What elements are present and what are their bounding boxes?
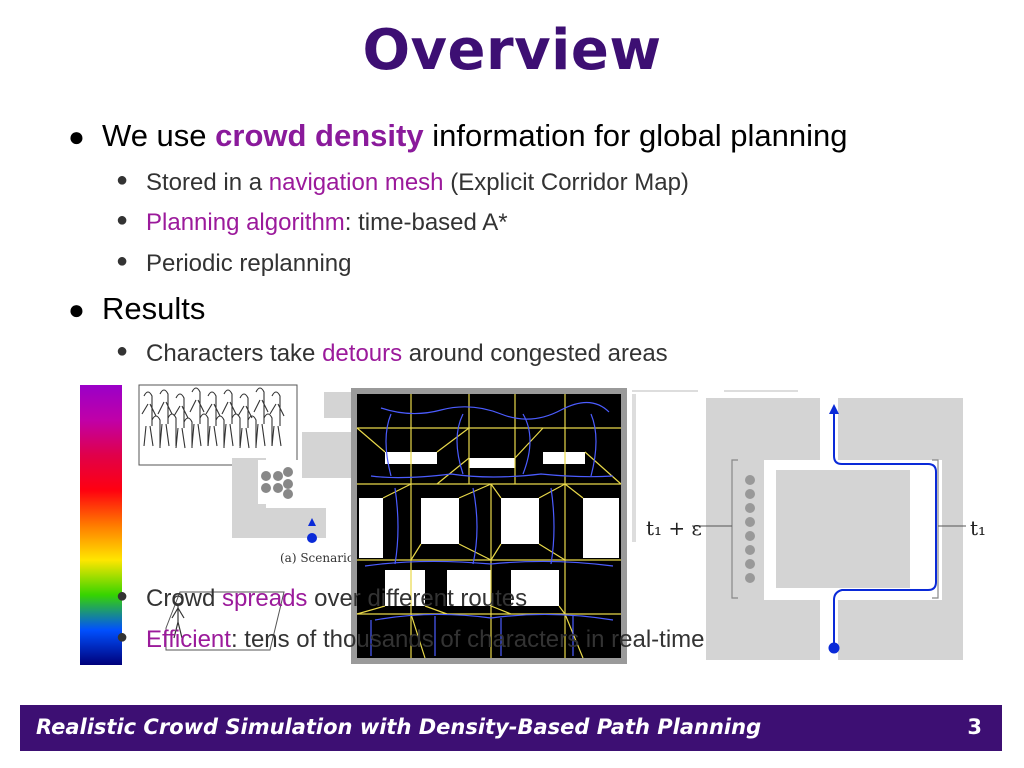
footer-title: Realistic Crowd Simulation with Density-…: [36, 715, 762, 739]
bullet-dot-icon: ●: [116, 250, 129, 272]
start-point-icon: [828, 642, 840, 654]
sub-bullet-periodic-replanning: ●Periodic replanning: [116, 250, 352, 277]
bullet-dot-icon: ●: [116, 340, 129, 362]
sub-bullet-planning-algorithm: ●Planning algorithm: time-based A*: [116, 209, 508, 236]
bullet-dot-icon: ●: [68, 294, 85, 325]
planned-path-line: [833, 412, 937, 644]
bullet-dot-icon: ●: [116, 169, 129, 191]
scenario-map-figure: [232, 392, 360, 543]
sub-bullet-spreads: ●Crowd spreads over different routes: [116, 585, 528, 612]
bullet-crowd-density: ●We use crowd density information for gl…: [68, 118, 848, 153]
path-arrow-icon: [829, 404, 839, 414]
crowd-sketch-image: [138, 384, 298, 466]
scenario-caption: (a) Scenario: [280, 551, 355, 565]
highlight-crowd-density: crowd density: [215, 118, 424, 153]
bullet-dot-icon: ●: [116, 626, 129, 648]
sub-bullet-efficient: ●Efficient: tens of thousands of charact…: [116, 626, 705, 653]
sub-bullet-detours: ●Characters take detours around congeste…: [116, 340, 668, 367]
bullet-dot-icon: ●: [68, 121, 85, 152]
density-color-bar: [80, 385, 122, 665]
page-number: 3: [967, 715, 982, 739]
label-t1-epsilon: t₁ + ε: [646, 516, 702, 540]
sub-bullet-navigation-mesh: ●Stored in a navigation mesh (Explicit C…: [116, 169, 689, 196]
navigation-mesh-figure: [351, 388, 627, 664]
bullet-results: ●Results: [68, 291, 206, 326]
slide-title: Overview: [362, 18, 662, 83]
label-t1: t₁: [970, 516, 987, 540]
start-point-icon: [307, 533, 317, 543]
bullet-dot-icon: ●: [116, 585, 129, 607]
corridor-path-figure: [632, 390, 966, 660]
pedestrian-sketch-image: [165, 591, 285, 651]
footer-bar: Realistic Crowd Simulation with Density-…: [20, 705, 1002, 751]
bullet-dot-icon: ●: [116, 209, 129, 231]
